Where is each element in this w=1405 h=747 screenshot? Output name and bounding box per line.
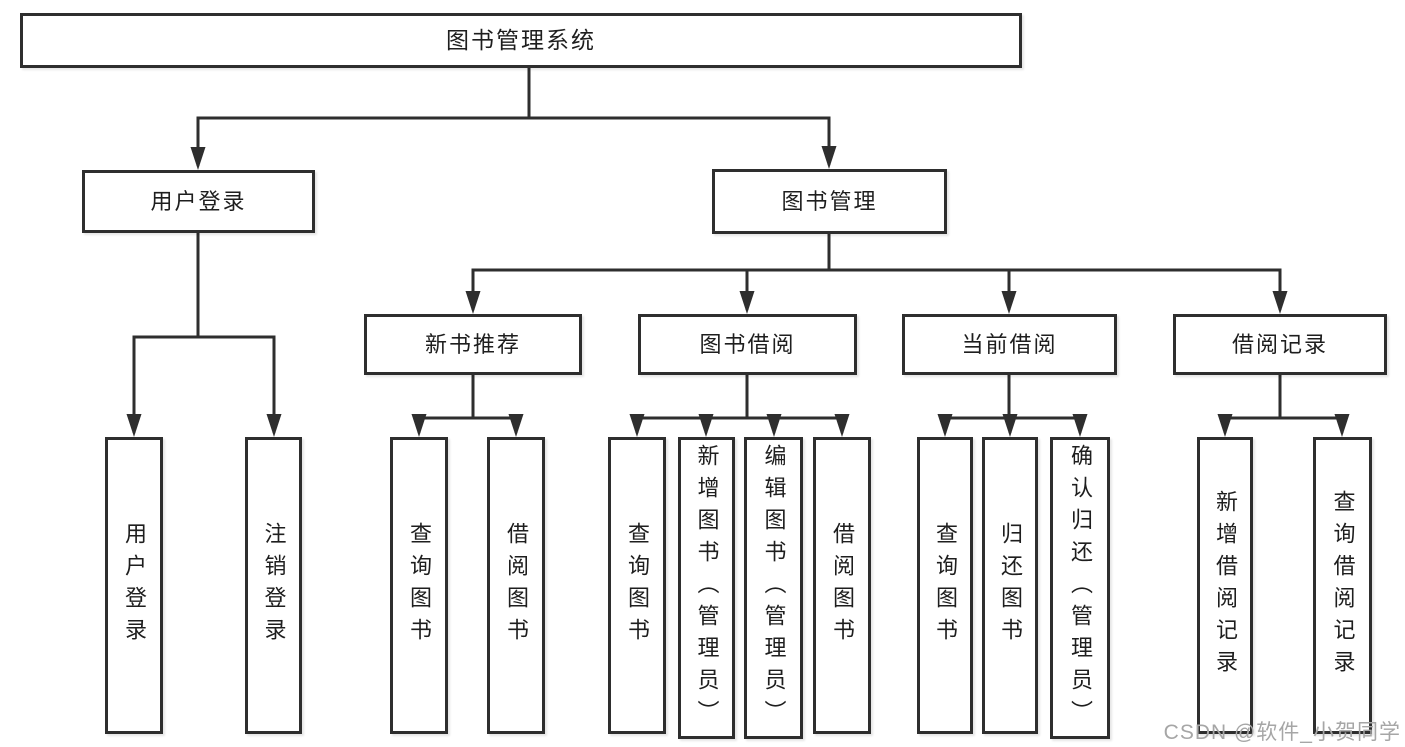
node-label: 用户登录 xyxy=(150,188,247,214)
node-label: 查询图书 xyxy=(933,521,958,650)
node-library-management-system: 图书管理系统 xyxy=(20,13,1022,68)
leaf-query-books-current: 查询图书 xyxy=(917,437,973,734)
node-label: 确认归还（管理员） xyxy=(1068,444,1093,732)
leaf-borrow-books-borrowing: 借阅图书 xyxy=(813,437,871,734)
node-label: 图书管理系统 xyxy=(446,27,596,53)
node-book-management: 图书管理 xyxy=(712,169,947,234)
leaf-add-book-admin: 新增图书（管理员） xyxy=(678,437,735,739)
node-label: 借阅图书 xyxy=(830,521,855,650)
node-label: 注销登录 xyxy=(261,521,287,650)
csdn-watermark: CSDN @软件_小贺同学 xyxy=(1163,721,1401,744)
leaf-logout-login: 注销登录 xyxy=(245,437,302,734)
node-label: 归还图书 xyxy=(998,521,1023,650)
leaf-confirm-return-admin: 确认归还（管理员） xyxy=(1050,437,1110,739)
node-book-borrowing: 图书借阅 xyxy=(638,314,857,375)
node-label: 新书推荐 xyxy=(424,331,521,357)
node-borrow-records: 借阅记录 xyxy=(1173,314,1387,375)
leaf-query-books-borrowing: 查询图书 xyxy=(608,437,666,734)
leaf-query-books-recommend: 查询图书 xyxy=(390,437,448,734)
leaf-add-borrow-record: 新增借阅记录 xyxy=(1197,437,1253,734)
node-label: 图书借阅 xyxy=(699,331,796,357)
node-label: 当前借阅 xyxy=(961,331,1058,357)
arrowheads xyxy=(126,146,1350,437)
node-label: 查询借阅记录 xyxy=(1330,489,1356,682)
node-user-login: 用户登录 xyxy=(82,170,315,233)
node-label: 用户登录 xyxy=(122,521,147,650)
node-label: 图书管理 xyxy=(781,188,878,214)
leaf-edit-book-admin: 编辑图书（管理员） xyxy=(744,437,803,739)
node-current-borrowing: 当前借阅 xyxy=(902,314,1117,375)
node-label: 借阅记录 xyxy=(1231,331,1328,357)
node-label: 新增借阅记录 xyxy=(1213,489,1238,682)
leaf-query-borrow-record: 查询借阅记录 xyxy=(1313,437,1372,734)
node-label: 查询图书 xyxy=(625,521,650,650)
node-new-book-recommend: 新书推荐 xyxy=(364,314,582,375)
node-label: 查询图书 xyxy=(407,521,432,650)
node-label: 借阅图书 xyxy=(504,521,529,650)
leaf-return-book: 归还图书 xyxy=(982,437,1038,734)
node-label: 新增图书（管理员） xyxy=(694,444,720,732)
leaf-borrow-books-recommend: 借阅图书 xyxy=(487,437,545,734)
node-label: 编辑图书（管理员） xyxy=(761,444,787,732)
leaf-user-login: 用户登录 xyxy=(105,437,163,734)
